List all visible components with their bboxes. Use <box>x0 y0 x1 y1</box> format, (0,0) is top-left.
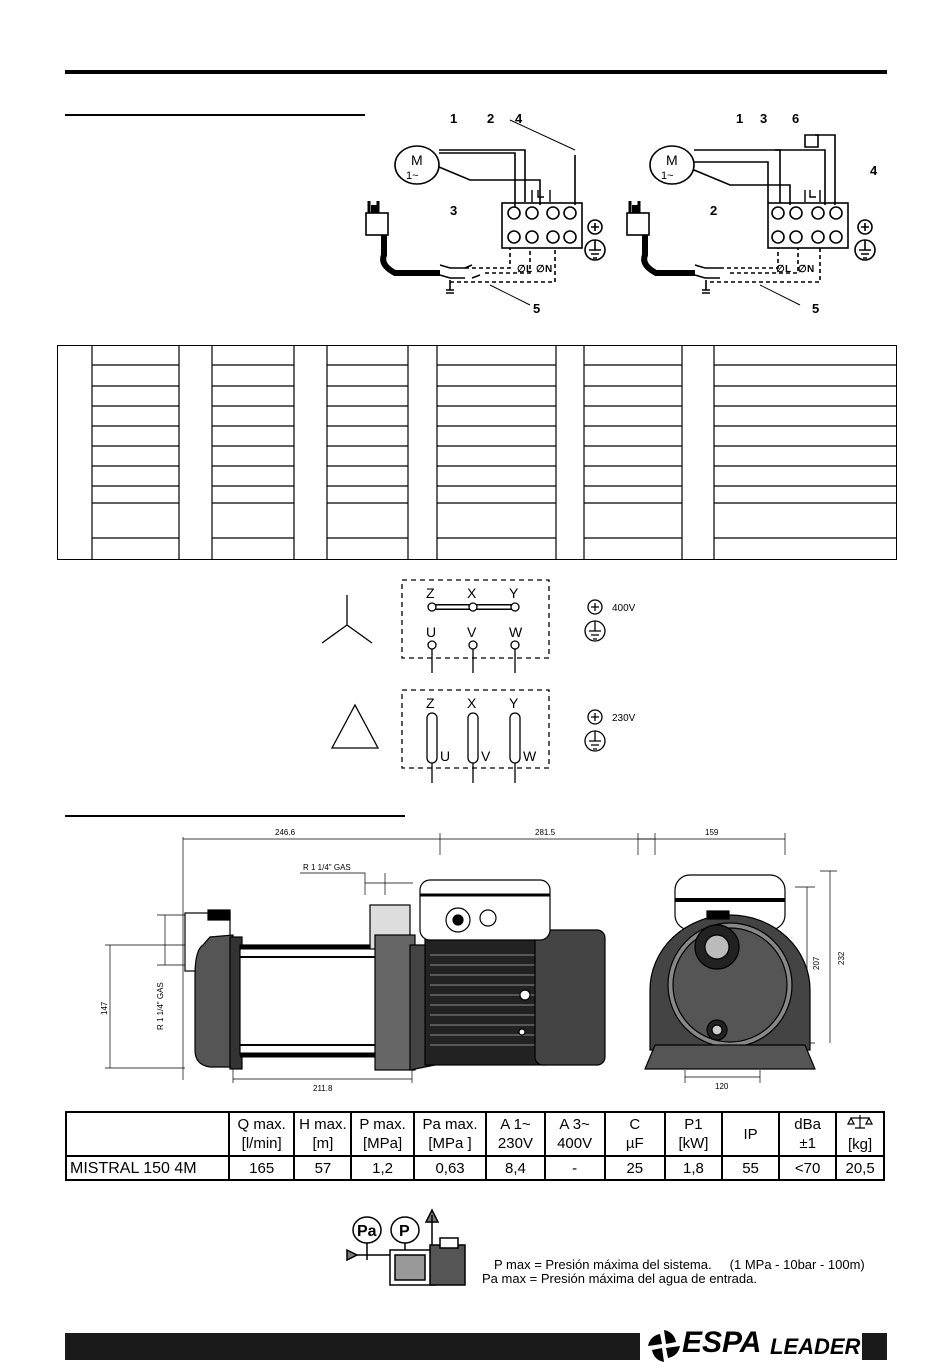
spec-header-weight: [kg] <box>835 1111 885 1157</box>
pa-label: Pa <box>357 1223 377 1240</box>
wire-label-right-6: 6 <box>792 111 799 126</box>
value-c: 25 <box>603 1155 666 1181</box>
star-top-z: Z <box>426 585 435 601</box>
value-a1: 8,4 <box>485 1155 546 1181</box>
three-phase-connections: Z X Y U V W Z X Y U V W 400V 230V <box>321 579 636 783</box>
value-hmax: 57 <box>293 1155 353 1181</box>
motor-sub-right: 1~ <box>661 170 674 182</box>
star-symbol <box>321 595 373 644</box>
spec-header-row: Q max.[l/min] H max.[m] P max.[MPa] Pa m… <box>65 1111 885 1157</box>
value-a3: - <box>543 1155 606 1181</box>
dim-120: 120 <box>715 1082 729 1091</box>
dim-207: 207 <box>812 956 821 970</box>
header-rule <box>65 70 887 74</box>
star-top-y: Y <box>509 585 519 601</box>
spec-header-blank <box>65 1111 230 1157</box>
wire-label-right-1: 1 <box>736 111 743 126</box>
motor-symbol-left <box>394 145 440 185</box>
wiring-diagrams: 1 2 3 4 5 1 2 3 4 5 6 M 1~ M 1~ ∅L ∅N ∅L… <box>365 111 878 316</box>
dim-211-8: 211.8 <box>313 1084 333 1093</box>
thread-label-top: R 1 1/4" GAS <box>303 863 351 872</box>
scale-icon <box>847 1115 874 1129</box>
motor-label-left: M <box>411 152 423 168</box>
wire-label-left-5: 5 <box>533 301 540 316</box>
delta-bot-v: V <box>481 748 491 764</box>
value-dba: <70 <box>778 1155 838 1181</box>
value-p1: 1,8 <box>663 1155 724 1181</box>
value-ip: 55 <box>721 1155 781 1181</box>
spec-header-qmax: Q max.[l/min] <box>227 1111 296 1157</box>
p-label: P <box>399 1223 410 1240</box>
motor-label-right: M <box>666 152 678 168</box>
delta-top-z: Z <box>426 695 435 711</box>
value-qmax: 165 <box>227 1155 296 1181</box>
brand-espa: ESPA <box>682 1326 762 1359</box>
delta-bot-u: U <box>440 748 450 764</box>
wire-label-left-3: 3 <box>450 203 457 218</box>
terminal-l-left: L <box>526 264 532 275</box>
spec-data-row: MISTRAL 150 4M 165 57 1,2 0,63 8,4 - 25 … <box>65 1155 885 1181</box>
svg-text:∅: ∅ <box>776 264 785 275</box>
terminal-n-right: N <box>807 264 814 275</box>
dim-246-6: 246.6 <box>275 828 296 837</box>
value-weight: 20,5 <box>835 1155 885 1181</box>
pump-dimension-drawing: 246.6 281.5 159 R 1 1/4" GAS R 1 1/4" GA… <box>100 828 846 1093</box>
spec-header-pmax: P max.[MPa] <box>350 1111 415 1157</box>
dim-159: 159 <box>705 828 719 837</box>
delta-terminal-box <box>401 689 550 769</box>
svg-text:∅: ∅ <box>517 264 526 275</box>
spec-header-pamax: Pa max.[MPa ] <box>412 1111 488 1157</box>
dim-147: 147 <box>100 1001 109 1015</box>
spec-header-p1: P1[kW] <box>663 1111 724 1157</box>
thread-label-side: R 1 1/4" GAS <box>156 982 165 1030</box>
dim-281-5: 281.5 <box>535 828 556 837</box>
espa-swirl-icon <box>648 1330 680 1362</box>
wire-label-left-4: 4 <box>515 111 523 126</box>
wire-label-right-4: 4 <box>870 163 878 178</box>
star-top-x: X <box>467 585 477 601</box>
spec-header-a1: A 1~230V <box>485 1111 546 1157</box>
motor-sub-left: 1~ <box>406 170 419 182</box>
delta-bot-w: W <box>523 748 537 764</box>
delta-symbol <box>330 703 380 749</box>
spec-header-ip: IP <box>721 1111 781 1157</box>
spec-header-a3: A 3~400V <box>543 1111 606 1157</box>
brand-leader: LEADER <box>770 1334 861 1359</box>
spec-header-dba: dBa±1 <box>778 1111 838 1157</box>
value-pamax: 0,63 <box>412 1155 488 1181</box>
delta-voltage: 230V <box>612 713 636 724</box>
dim-232: 232 <box>837 951 846 965</box>
terminal-n-left: N <box>545 264 552 275</box>
delta-top-x: X <box>467 695 477 711</box>
value-pmax: 1,2 <box>350 1155 415 1181</box>
espa-leader-logo: ESPA LEADER <box>640 1322 862 1368</box>
spec-header-hmax: H max.[m] <box>293 1111 353 1157</box>
blank-grid-table <box>57 344 897 560</box>
wire-label-right-5: 5 <box>812 301 819 316</box>
star-terminal-box <box>401 579 550 659</box>
star-bot-v: V <box>467 624 477 640</box>
spec-table: Q max.[l/min] H max.[m] P max.[MPa] Pa m… <box>65 1111 885 1181</box>
pamax-note: Pa max = Presión máxima del agua de entr… <box>482 1271 757 1286</box>
star-voltage: 400V <box>612 603 636 614</box>
pressure-diagram: Pa P <box>346 1208 466 1286</box>
svg-text:∅: ∅ <box>536 264 545 275</box>
wire-label-left-1: 1 <box>450 111 457 126</box>
section-rule-dimensions <box>65 815 405 817</box>
model-name: MISTRAL 150 4M <box>65 1155 230 1181</box>
terminal-l-right: L <box>785 264 791 275</box>
star-bot-u: U <box>426 624 436 640</box>
delta-top-y: Y <box>509 695 519 711</box>
svg-text:∅: ∅ <box>798 264 807 275</box>
wire-label-left-2: 2 <box>487 111 494 126</box>
wire-label-right-3: 3 <box>760 111 767 126</box>
pmax-note: P max = Presión máxima del sistema. (1 M… <box>494 1257 865 1272</box>
wire-label-right-2: 2 <box>710 203 717 218</box>
star-bot-w: W <box>509 624 523 640</box>
section-rule-electrical <box>65 114 365 116</box>
